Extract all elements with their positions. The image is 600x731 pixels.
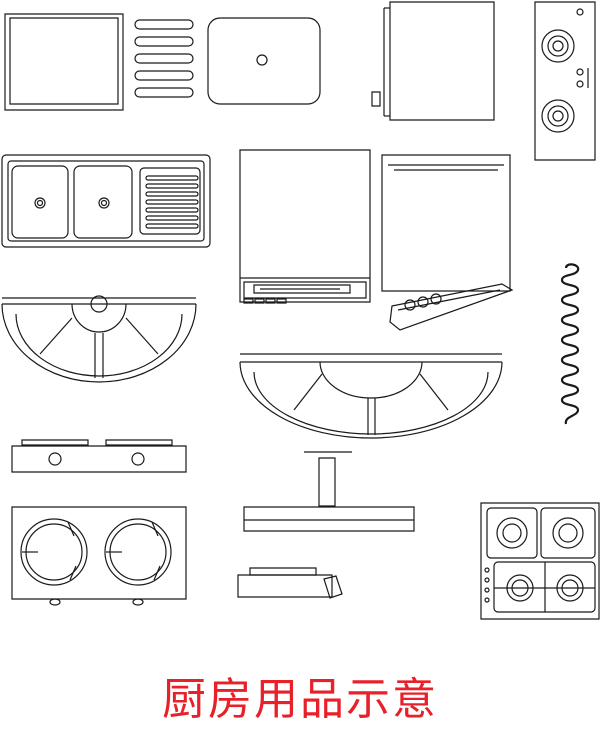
spiral-coil: [562, 264, 578, 424]
range-hood-semicircle-small: [2, 296, 196, 382]
dishwasher-open: [382, 155, 512, 330]
stove-side: [238, 568, 342, 598]
cutting-board: [5, 14, 193, 110]
caption-title: 厨房用品示意: [162, 674, 438, 725]
cooktop-four-burner: [481, 503, 599, 619]
range-hood-semicircle-large: [240, 354, 502, 438]
range-hood-side: [244, 452, 414, 531]
gas-stove-front: [12, 440, 186, 472]
gas-cooktop-top: [12, 507, 186, 605]
cooktop-two-burner-narrow: [535, 2, 595, 160]
sink-single: [208, 18, 320, 104]
dishwasher-front: [240, 150, 370, 303]
refrigerator-side: [372, 2, 494, 120]
sink-double-drainboard: [2, 155, 210, 247]
kitchen-symbols-canvas: [0, 0, 600, 680]
